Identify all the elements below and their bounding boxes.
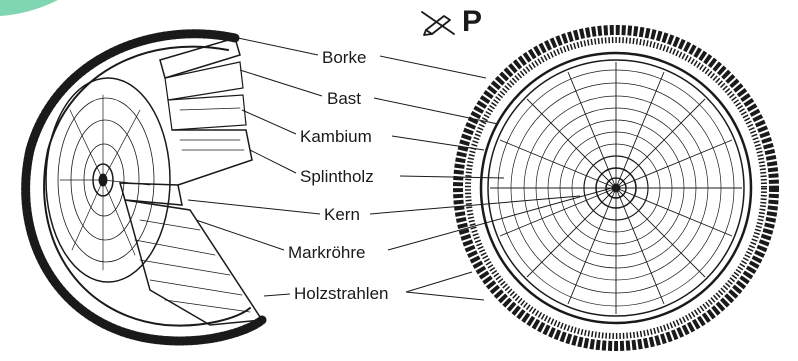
leader-kambium-right [392, 136, 484, 150]
leader-borke-right [380, 56, 486, 78]
badge-letter: P [462, 6, 482, 38]
label-bast: Bast [327, 89, 361, 109]
label-borke: Borke [322, 48, 366, 68]
leader-splintholz-right [400, 176, 504, 178]
leader-markroehre-right [388, 188, 612, 250]
leader-splintholz-left [250, 150, 296, 173]
leader-bast-left [240, 70, 322, 96]
leader-kern-right [370, 196, 580, 214]
leader-markroehre-left [196, 220, 284, 250]
leader-kambium-left [242, 110, 296, 134]
leader-holzstrahlen-right-a [406, 272, 472, 292]
label-splintholz: Splintholz [300, 167, 374, 187]
leader-kern-left [188, 200, 320, 214]
leader-borke-left [238, 38, 318, 55]
leader-holzstrahlen-left [264, 294, 290, 296]
leader-holzstrahlen-right-b [406, 292, 484, 300]
label-kambium: Kambium [300, 127, 372, 147]
label-holzstrahlen: Holzstrahlen [294, 284, 389, 304]
leader-bast-right [374, 98, 498, 124]
label-markroehre: Markröhre [288, 243, 365, 263]
pen-badge: P [420, 6, 482, 38]
no-writing-icon [420, 8, 456, 36]
label-kern: Kern [324, 205, 360, 225]
